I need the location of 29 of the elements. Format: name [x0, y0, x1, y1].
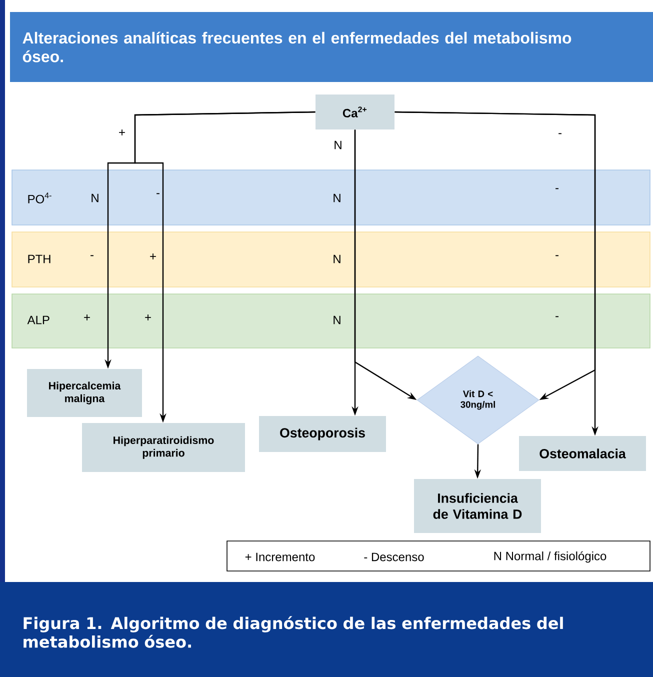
result-box: Osteomalacia	[519, 436, 646, 471]
legend-text: N Normal / fisiológico	[494, 551, 606, 563]
sign: N	[334, 316, 340, 324]
sign: N	[334, 194, 340, 202]
sign: -	[556, 316, 558, 318]
row-header: PO$^{4-}$	[28, 192, 52, 204]
sign: -	[90, 255, 94, 256]
sign: +	[145, 314, 151, 320]
result-box: Hiperparatiroidismo primario	[82, 423, 245, 472]
sign: -	[556, 255, 558, 256]
sign: -	[156, 193, 160, 194]
sign: +	[119, 130, 125, 136]
sign: +	[150, 254, 156, 260]
result-box: Osteoporosis	[259, 416, 386, 452]
sign: N	[334, 140, 342, 150]
legend-text: + Incremento	[245, 552, 315, 562]
result-box: Insuficiencia de Vitamina D	[414, 479, 541, 533]
legend-text: - Descenso	[364, 552, 424, 562]
row-header: PTH	[28, 254, 50, 264]
sign: +	[84, 314, 90, 320]
sign: -	[558, 133, 562, 134]
row-header: ALP	[27, 316, 50, 324]
sign: N	[92, 194, 98, 202]
caption-banner: Figura 1. Algoritmo de diagnóstico de las enfermedades del metabolismo óseo.	[0, 582, 653, 677]
sign: N	[334, 254, 340, 264]
title-banner: Alteraciones analíticas frecuentes en el enfermedades del metabolismo óseo.	[10, 12, 653, 82]
ion-box: Ca$^{2+}$	[316, 94, 394, 130]
sign: -	[556, 188, 558, 190]
result-box: Hipercalcemia maligna	[27, 369, 142, 417]
